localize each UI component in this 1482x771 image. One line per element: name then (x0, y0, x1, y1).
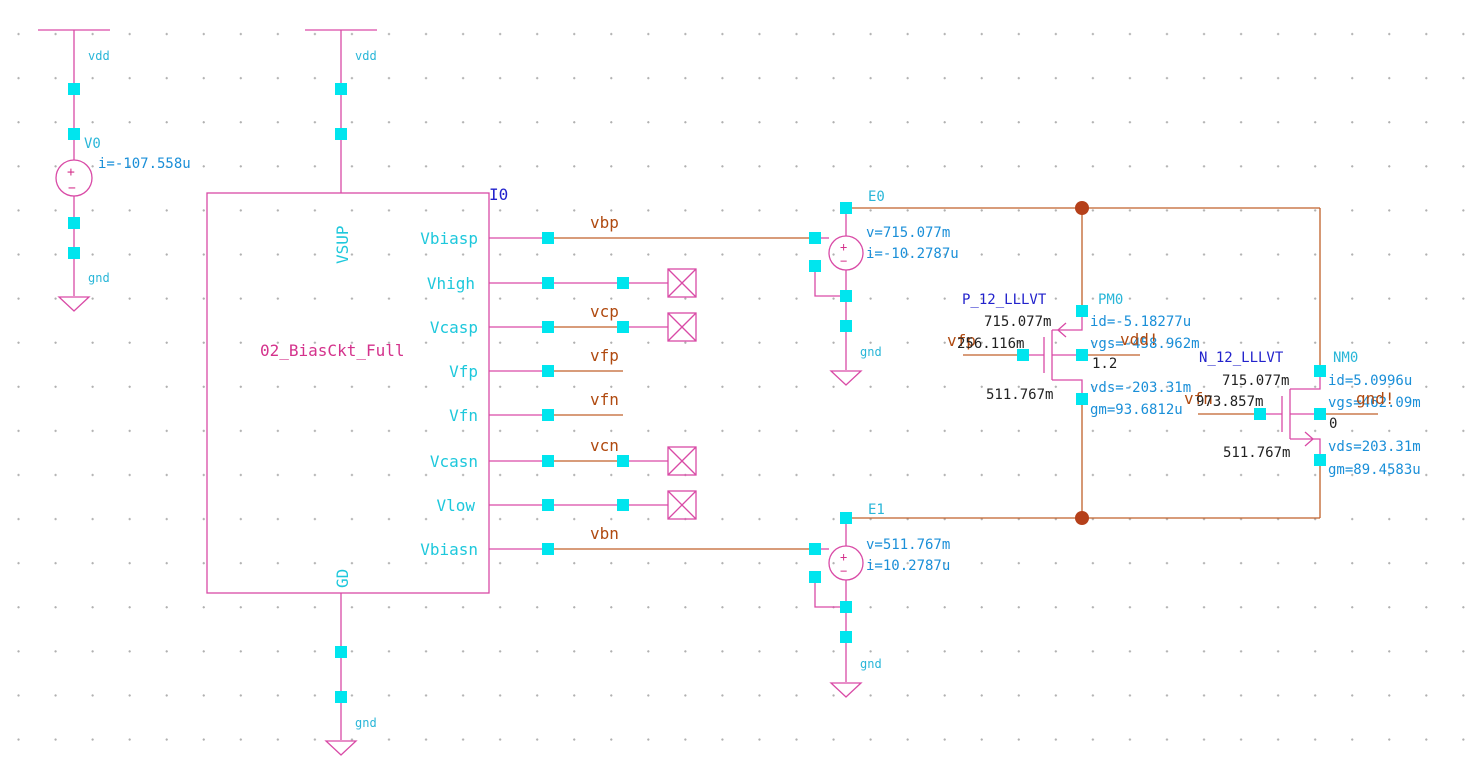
pm0-vgs: vgs=-458.962m (1090, 336, 1200, 352)
pin-label-vfn: Vfn (449, 406, 478, 425)
plus-icon: + (840, 240, 847, 254)
pm0-gm: gm=93.6812u (1090, 402, 1183, 418)
pin-label-vcasn: Vcasn (430, 452, 478, 471)
gnd-label: gnd (355, 716, 377, 730)
block-cell-name: 02_BiasCkt_Full (260, 341, 405, 360)
pin-label-vbiasp: Vbiasp (420, 229, 478, 248)
pm0-body-net: vdd! (1120, 330, 1159, 349)
block-pin-stubs (489, 237, 548, 550)
nm0-vds: vds=203.31m (1328, 439, 1421, 455)
block-nets (548, 237, 815, 550)
ground-icon (325, 740, 357, 756)
gnd-label: gnd (860, 345, 882, 359)
net-label-vcn: vcn (590, 436, 619, 455)
pm0-source-node: 511.767m (986, 387, 1053, 403)
junction-dot (1075, 511, 1089, 525)
e1-voltage: v=511.767m (866, 537, 950, 553)
ground-icon (830, 370, 862, 386)
net-label-vbp: vbp (590, 213, 619, 232)
pin-label-vhigh: Vhigh (427, 274, 475, 293)
e1-current: i=10.2787u (866, 558, 950, 574)
junction-dot (1075, 201, 1089, 215)
nm0-body-value: 0 (1329, 416, 1337, 432)
nm0-drain-node: 715.077m (1222, 373, 1289, 389)
block-instance-name: I0 (489, 185, 508, 204)
pin-label-vsup: VSUP (333, 225, 352, 264)
minus-icon: − (68, 181, 76, 196)
nm0-body-net: gnd! (1356, 389, 1395, 408)
plus-icon: + (840, 550, 847, 564)
nm0-model: N_12_LLLVT (1199, 350, 1284, 366)
plus-icon: + (67, 165, 75, 180)
pin-label-vbiasn: Vbiasn (420, 540, 478, 559)
net-label-vfn: vfn (590, 390, 619, 409)
pmos-pm0[interactable] (1023, 311, 1083, 399)
pin-squares (68, 83, 1326, 703)
e0-voltage: v=715.077m (866, 225, 950, 241)
pin-label-vcasp: Vcasp (430, 318, 478, 337)
minus-icon: − (840, 254, 847, 268)
net-label-vfp: vfp (590, 346, 619, 365)
nm0-vgs: vgs=462.09m (1328, 395, 1421, 411)
nm0-name: NM0 (1333, 350, 1358, 366)
e0-source[interactable] (814, 208, 864, 370)
gnd-label: gnd (860, 657, 882, 671)
pm0-id: id=-5.18277u (1090, 314, 1191, 330)
e1-name: E1 (868, 502, 885, 518)
nm0-gate-net: vfn (1184, 389, 1213, 408)
nm0-gm: gm=89.4583u (1328, 462, 1421, 478)
pm0-drain-node: 715.077m (984, 314, 1051, 330)
e0-name: E0 (868, 189, 885, 205)
net-label-vcp: vcp (590, 302, 619, 321)
pin-label-vlow: Vlow (436, 496, 475, 515)
ground-icon (830, 682, 862, 698)
e0-current: i=-10.2787u (866, 246, 959, 262)
vdd-label: vdd (355, 49, 377, 63)
minus-icon: − (840, 564, 847, 578)
noconn-vhigh (667, 268, 697, 298)
net-label-vbn: vbn (590, 524, 619, 543)
nm0-source-node: 511.767m (1223, 445, 1290, 461)
pm0-model: P_12_LLLVT (962, 292, 1047, 308)
v0-name: V0 (84, 136, 101, 152)
nm0-gate-node: 973.857m (1196, 394, 1263, 410)
noconn-vcasn (667, 446, 697, 476)
ground-icon (58, 296, 90, 312)
pm0-gate-net: vfp (947, 331, 976, 350)
noconn-vlow (667, 490, 697, 520)
pm0-body-value: 1.2 (1092, 356, 1117, 372)
nm0-id: id=5.0996u (1328, 373, 1412, 389)
noconn-vcasp (667, 312, 697, 342)
pm0-name: PM0 (1098, 292, 1123, 308)
block-supply-wires (305, 29, 377, 740)
pin-label-gd: GD (333, 569, 352, 588)
bias-block[interactable] (206, 192, 490, 594)
e1-source[interactable] (814, 518, 864, 682)
v0-current: i=-107.558u (98, 156, 191, 172)
noconn-stubs (548, 282, 668, 506)
pin-label-vfp: Vfp (449, 362, 478, 381)
pm0-vds: vds=-203.31m (1090, 380, 1191, 396)
vdd-label: vdd (88, 49, 110, 63)
pm0-gate-node: 256.116m (957, 336, 1024, 352)
gnd-label: gnd (88, 271, 110, 285)
